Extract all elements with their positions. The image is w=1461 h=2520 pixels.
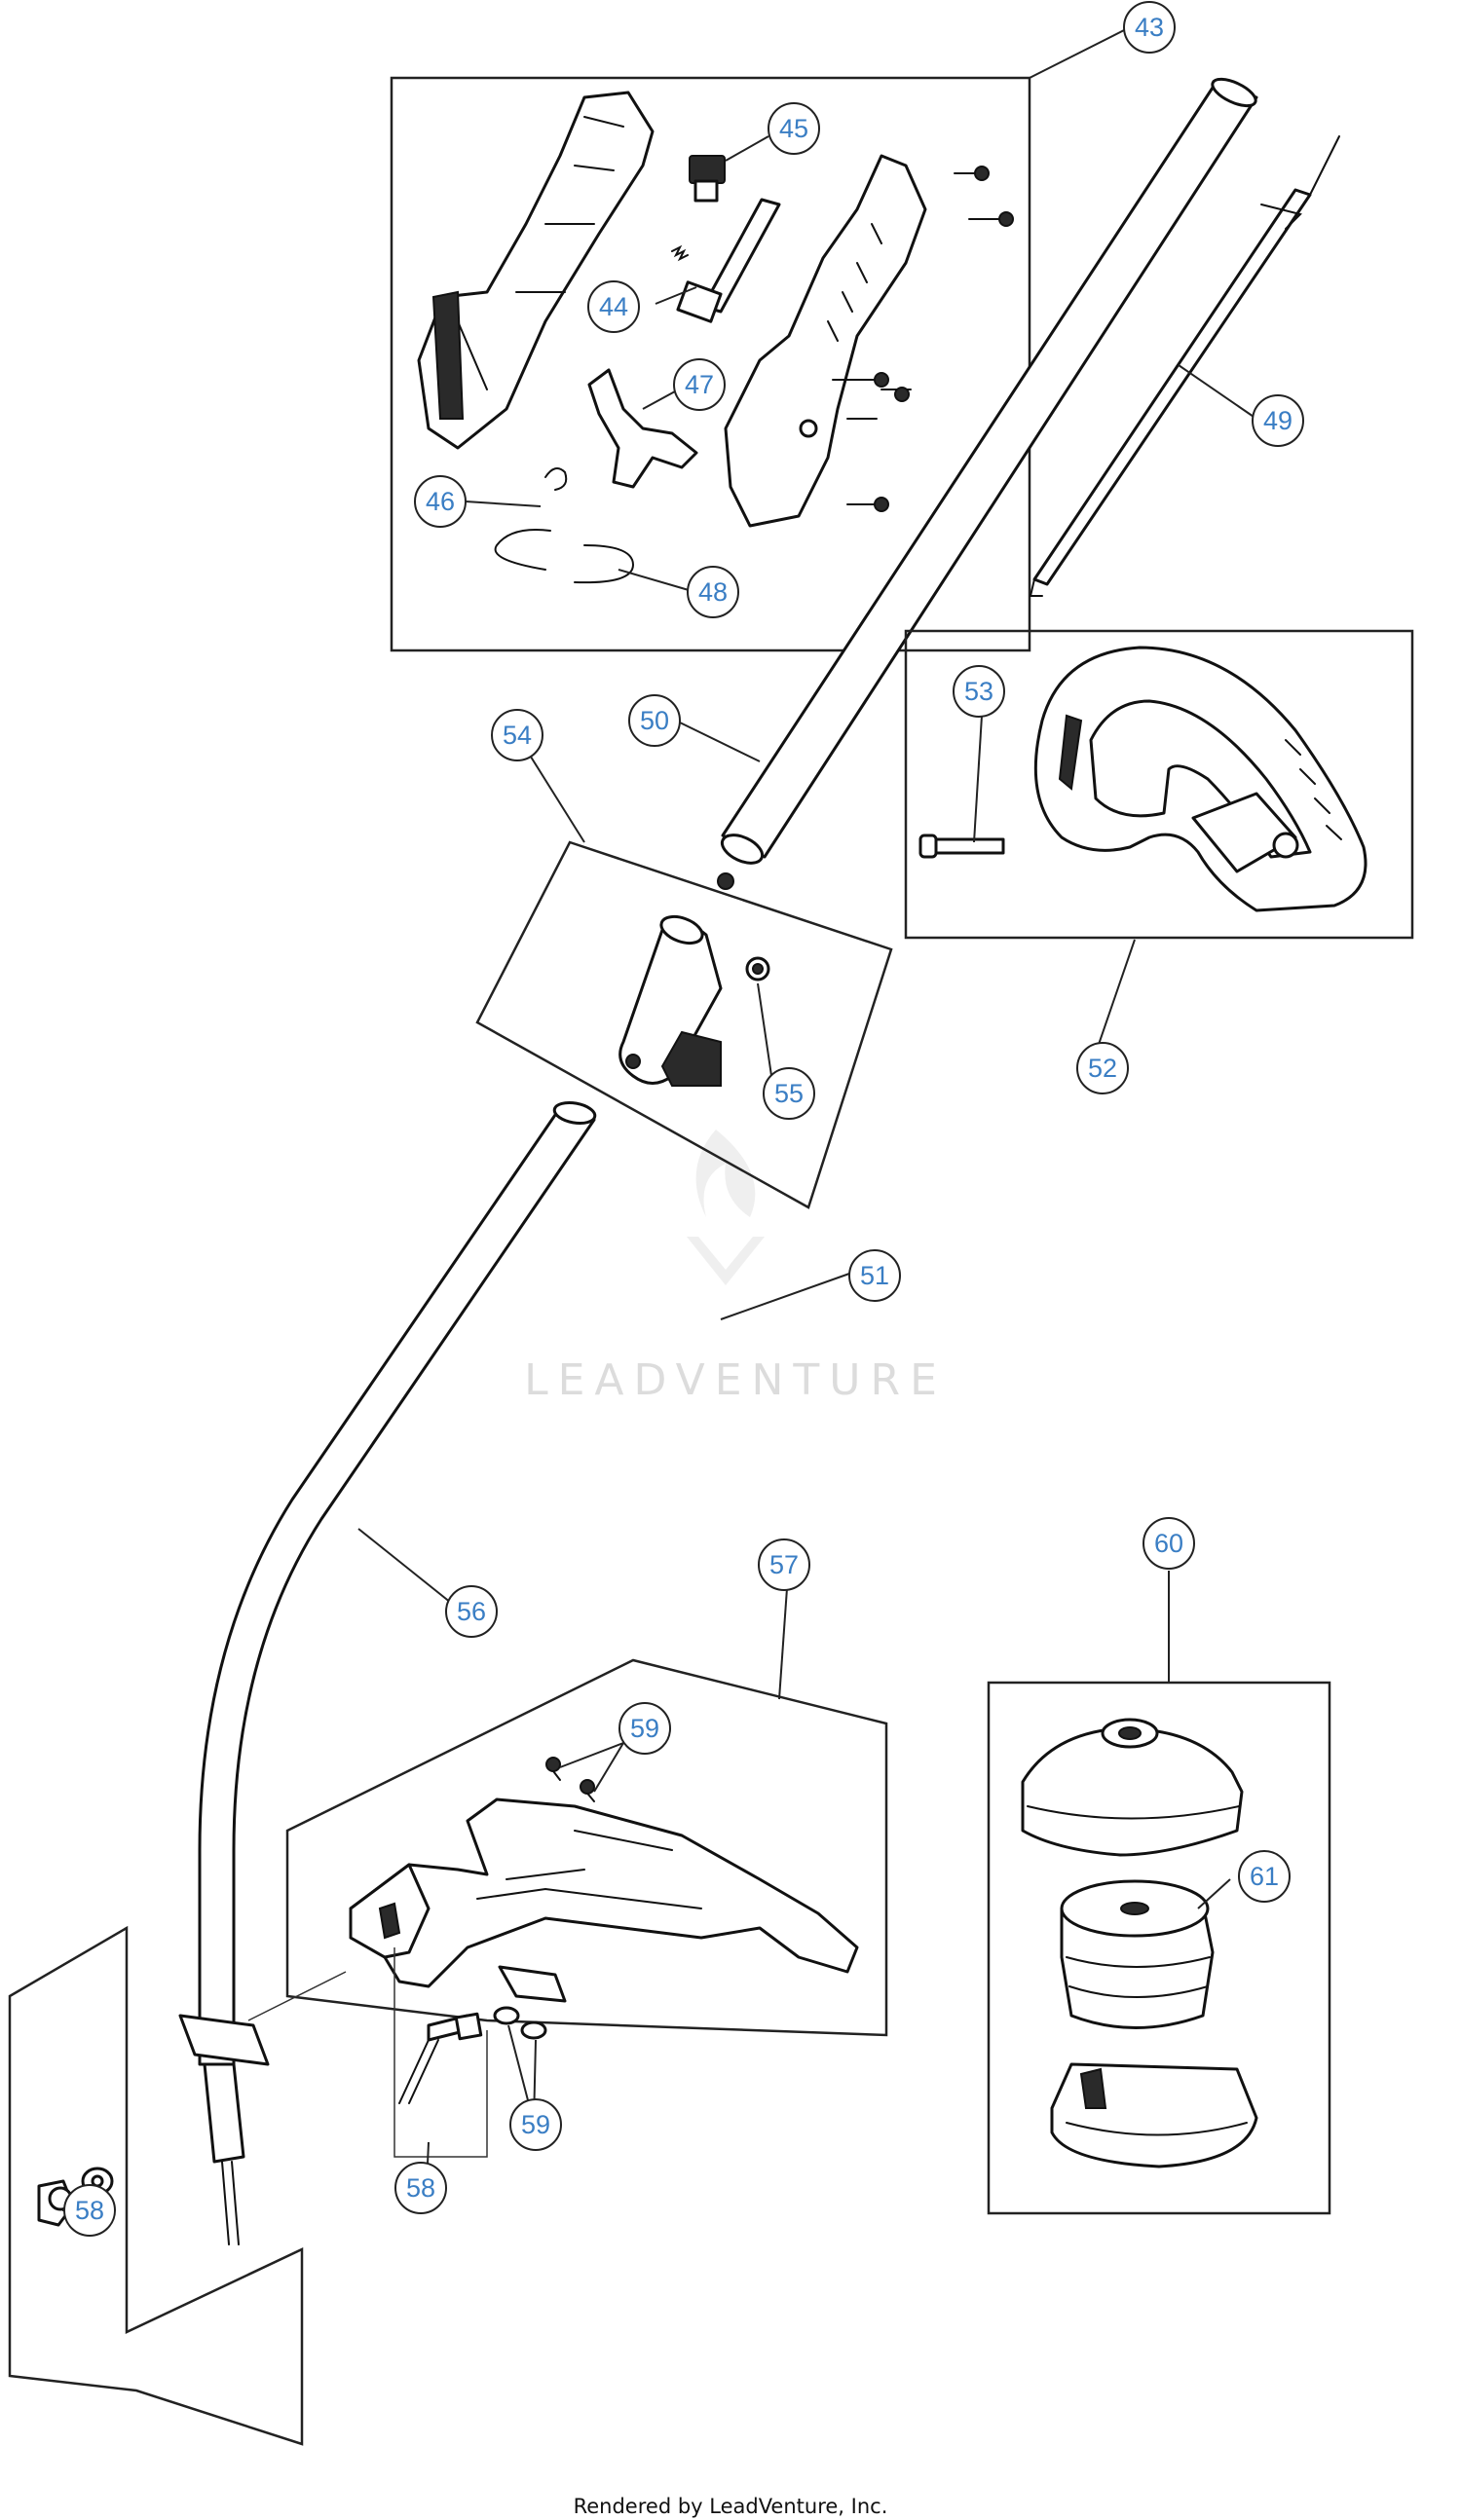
svg-text:44: 44	[599, 292, 628, 321]
svg-text:54: 54	[503, 721, 532, 750]
svg-text:51: 51	[860, 1261, 889, 1290]
part-coupler	[618, 914, 723, 1087]
part-blade-nuts	[493, 1965, 567, 2040]
part-torsion-spring	[544, 467, 568, 491]
guide-line-bolt	[393, 1947, 488, 2158]
callout-48[interactable]: 48	[687, 566, 739, 618]
part-clip-ring	[494, 529, 635, 584]
callout-58-bolt[interactable]: 58	[394, 2162, 447, 2214]
box-shield	[285, 1658, 888, 2037]
svg-text:47: 47	[685, 370, 714, 399]
part-shield-screws-top	[545, 1757, 595, 1802]
svg-text:55: 55	[774, 1079, 804, 1108]
svg-text:57: 57	[769, 1550, 799, 1579]
box-handle-assembly	[390, 76, 1031, 652]
callout-57[interactable]: 57	[758, 1538, 810, 1591]
callout-51[interactable]: 51	[848, 1249, 901, 1302]
watermark-logo	[687, 1130, 765, 1285]
svg-text:59: 59	[630, 1714, 659, 1743]
callout-43[interactable]: 43	[1123, 1, 1176, 54]
part-handle-housing-left	[417, 91, 655, 450]
part-upper-shaft-tube	[717, 77, 1258, 890]
svg-text:43: 43	[1135, 13, 1164, 42]
svg-text:56: 56	[457, 1597, 486, 1626]
callout-55[interactable]: 55	[763, 1067, 815, 1120]
part-lower-shaft-tube	[178, 1100, 597, 2245]
callout-50[interactable]: 50	[628, 694, 681, 747]
callout-59-top[interactable]: 59	[618, 1702, 671, 1755]
callout-49[interactable]: 49	[1252, 394, 1304, 447]
callout-61[interactable]: 61	[1238, 1850, 1291, 1903]
svg-text:50: 50	[640, 706, 669, 735]
svg-text:59: 59	[521, 2110, 550, 2139]
svg-text:53: 53	[964, 677, 993, 706]
part-debris-shield	[349, 1797, 859, 1988]
box-clamp	[8, 1925, 304, 2446]
callout-58-left[interactable]: 58	[63, 2184, 116, 2237]
part-head-cover	[1021, 1718, 1244, 1857]
callout-44[interactable]: 44	[587, 280, 640, 333]
leader-lines	[61, 26, 1257, 2211]
callout-60[interactable]: 60	[1143, 1517, 1195, 1570]
callout-52[interactable]: 52	[1076, 1042, 1129, 1094]
part-throttle-rod	[676, 198, 781, 323]
part-handle-housing-right	[724, 154, 927, 528]
callout-54[interactable]: 54	[491, 709, 543, 761]
svg-text:61: 61	[1250, 1862, 1279, 1891]
svg-text:49: 49	[1263, 406, 1292, 435]
part-carriage-bolt	[398, 2012, 483, 2104]
part-coupler-screw	[745, 956, 770, 982]
part-spool	[1060, 1879, 1215, 2029]
part-switch	[689, 155, 726, 203]
guide-line-clamp	[247, 1971, 347, 2021]
svg-text:46: 46	[426, 487, 455, 516]
callout-59-bottom[interactable]: 59	[509, 2098, 562, 2151]
box-trimmer-head	[987, 1681, 1331, 2215]
svg-text:52: 52	[1088, 1054, 1117, 1083]
callout-47[interactable]: 47	[673, 358, 726, 411]
callout-45[interactable]: 45	[768, 102, 820, 155]
part-head-base	[1050, 2062, 1258, 2168]
box-coupler	[475, 840, 893, 1209]
callout-53[interactable]: 53	[953, 665, 1005, 718]
svg-text:58: 58	[406, 2173, 435, 2203]
part-spring-small	[671, 244, 689, 262]
part-throttle-cable	[1029, 135, 1340, 597]
callout-56[interactable]: 56	[445, 1585, 498, 1638]
part-screws-handle	[832, 166, 1014, 512]
watermark-text: LEADVENTURE	[524, 1355, 947, 1405]
svg-text:60: 60	[1154, 1529, 1183, 1558]
svg-text:58: 58	[75, 2196, 104, 2225]
svg-text:45: 45	[779, 114, 808, 143]
svg-text:48: 48	[698, 577, 728, 607]
part-loop-handle	[1033, 646, 1367, 912]
footer-credit: Rendered by LeadVenture, Inc.	[573, 2495, 888, 2518]
part-handle-bolt	[918, 834, 1005, 859]
box-loop-handle	[904, 629, 1414, 940]
part-trigger	[587, 368, 698, 489]
callout-46[interactable]: 46	[414, 475, 467, 528]
